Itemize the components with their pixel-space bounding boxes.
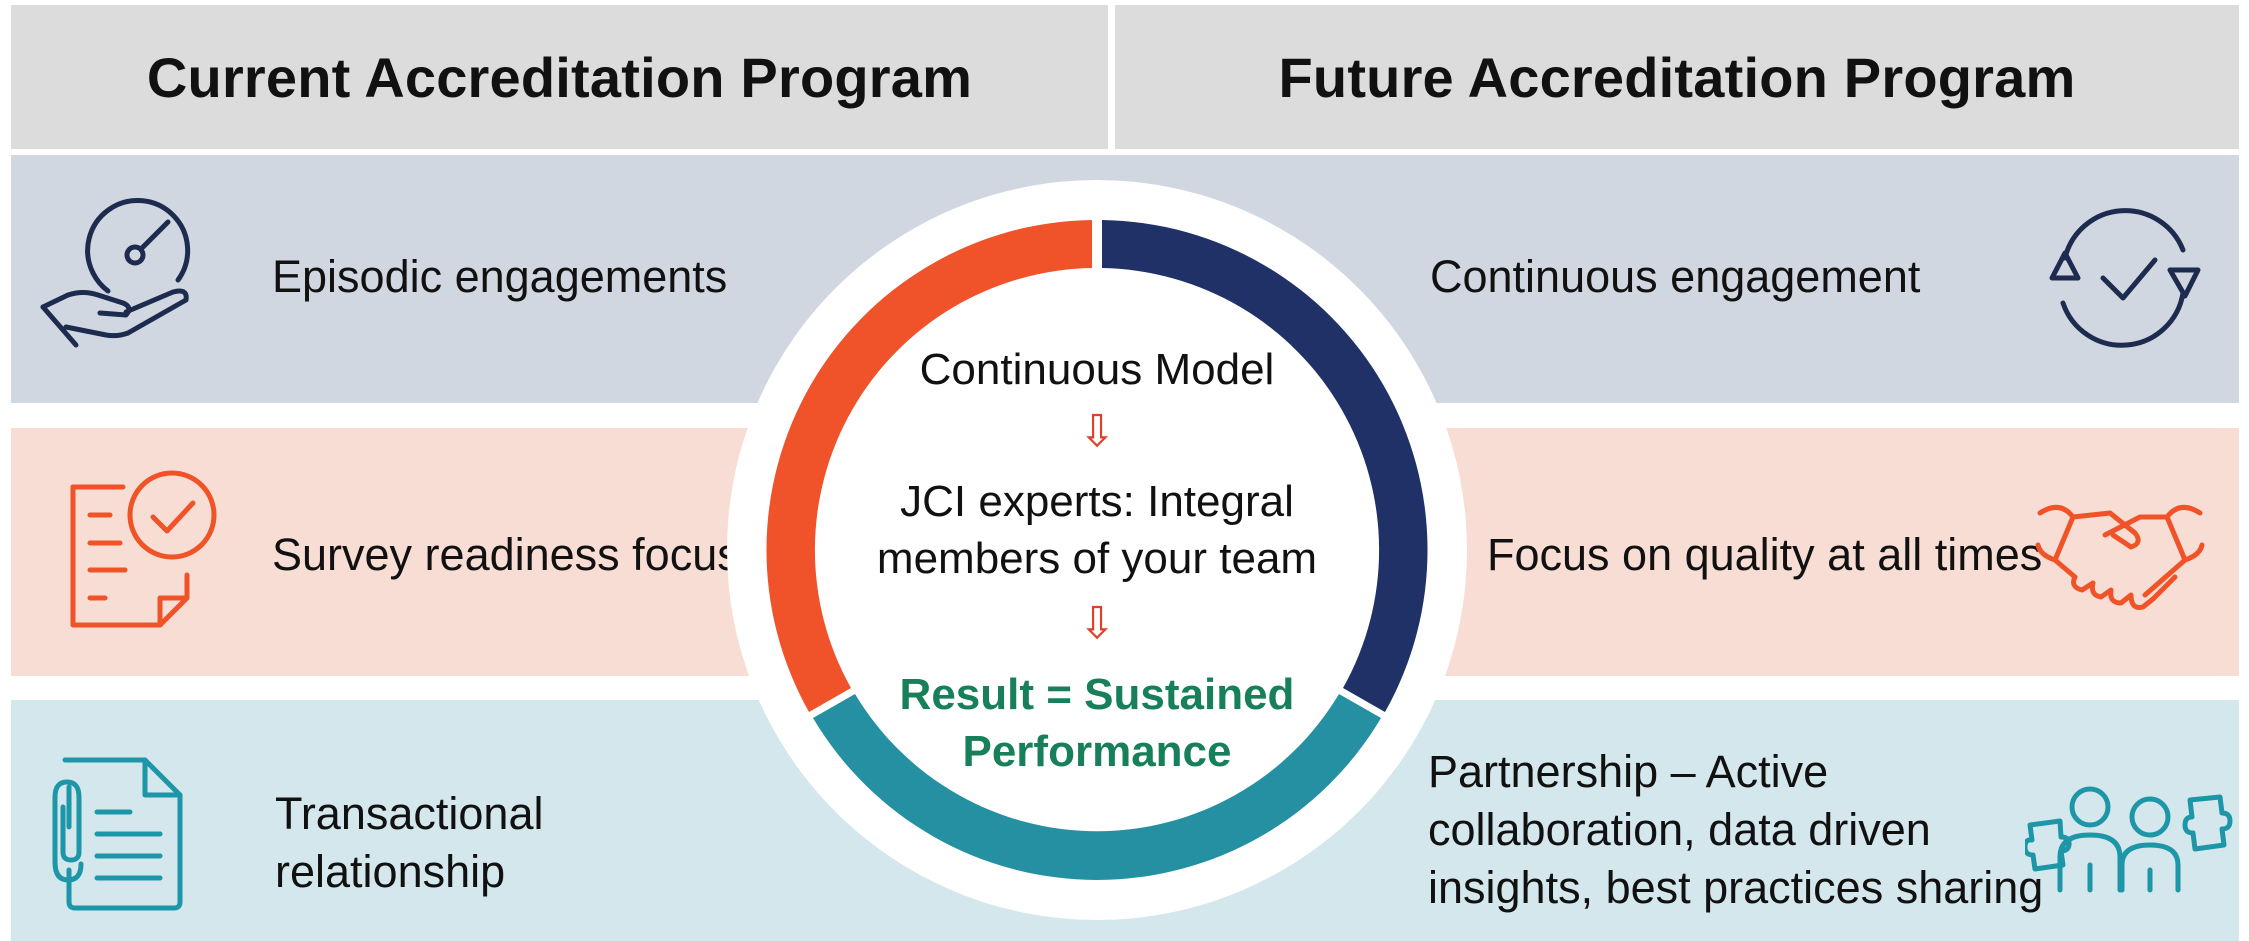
center-result-line1: Result = Sustained: [899, 670, 1295, 719]
current-row3-text: Transactional relationship: [275, 785, 543, 901]
ring-segment-navy: [1102, 220, 1428, 712]
current-program-title: Current Accreditation Program: [146, 45, 973, 109]
future-row3-text: Partnership – Active collaboration, data…: [1428, 743, 2043, 917]
current-program-header: Current Accreditation Program: [11, 5, 1108, 149]
ring-segment-teal: [813, 694, 1381, 880]
center-result-text: Result = Sustained Performance: [847, 666, 1347, 780]
current-row3-line2: relationship: [275, 846, 506, 897]
current-row1-text: Episodic engagements: [272, 251, 728, 302]
future-row1-text: Continuous engagement: [1430, 251, 1921, 302]
current-row2-text: Survey readiness focus: [272, 529, 740, 580]
future-row3-line3: insights, best practices sharing: [1428, 862, 2044, 913]
center-experts-line2: members of your team: [876, 534, 1318, 583]
future-row2-text: Focus on quality at all times: [1487, 529, 2043, 580]
center-experts-text: JCI experts: Integral members of your te…: [847, 473, 1347, 587]
future-program-header: Future Accreditation Program: [1115, 5, 2239, 149]
hand-gauge-icon: [40, 198, 191, 348]
future-row3-line2: collaboration, data driven: [1428, 804, 1931, 855]
clipped-document-icon: [52, 757, 183, 911]
future-row3-line1: Partnership – Active: [1428, 746, 1829, 797]
current-row3-line1: Transactional: [275, 788, 544, 839]
center-arrow-1: ⇩: [1078, 407, 1116, 456]
center-model-label: Continuous Model: [919, 345, 1275, 394]
center-arrow-2: ⇩: [1078, 599, 1116, 648]
handshake-icon: [2035, 504, 2205, 610]
checklist-document-icon: [70, 470, 217, 628]
future-program-title: Future Accreditation Program: [1278, 45, 2076, 109]
cycle-check-icon: [2049, 208, 2201, 348]
center-result-line2: Performance: [962, 727, 1232, 776]
ring-segment-orange: [766, 220, 1092, 712]
center-experts-line1: JCI experts: Integral: [900, 477, 1294, 526]
ring-inner-face: [829, 282, 1365, 818]
team-puzzle-icon: [2025, 786, 2233, 893]
